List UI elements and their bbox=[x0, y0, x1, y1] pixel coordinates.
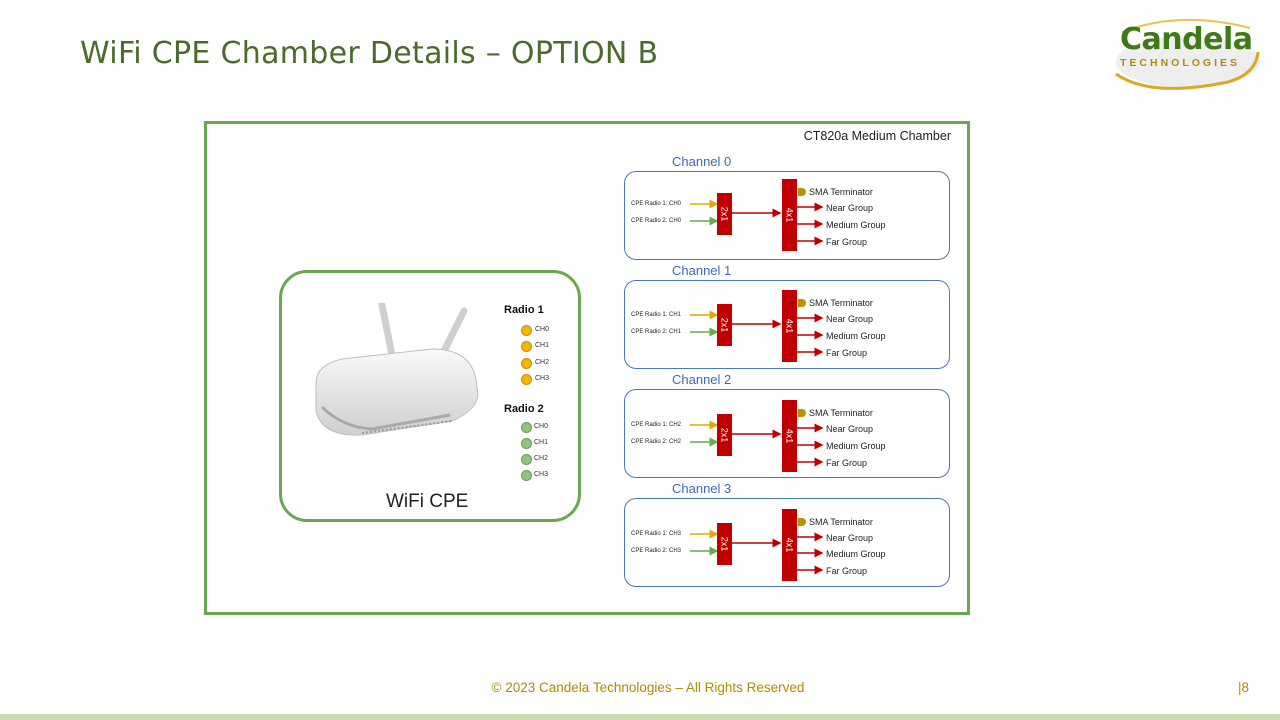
channel-1-near-group: Near Group bbox=[826, 314, 874, 324]
chamber-frame: CT820a Medium Chamber Radio 1 CH0 CH1 CH… bbox=[204, 121, 970, 615]
wifi-cpe-box: Radio 1 CH0 CH1 CH2 CH3 Radio 2 CH0 CH1 … bbox=[279, 270, 581, 522]
radio1-ch0-led-icon bbox=[521, 325, 532, 336]
radio2-ch1-led-icon bbox=[521, 438, 532, 449]
channel-2-input-radio1: CPE Radio 1: CH2 bbox=[631, 422, 682, 428]
channel-2-title: Channel 2 bbox=[672, 372, 732, 387]
radio2-label: Radio 2 bbox=[504, 403, 544, 415]
channel-1-title: Channel 1 bbox=[672, 263, 732, 278]
logo-wordmark: Candela bbox=[1120, 22, 1253, 57]
channel-2-medium-group: Medium Group bbox=[826, 441, 886, 451]
channel-2-sma-terminator-label: SMA Terminator bbox=[809, 408, 873, 418]
channel-1-combiner-2x1: 2x1 bbox=[717, 304, 732, 346]
chamber-label: CT820a Medium Chamber bbox=[803, 129, 951, 143]
radio2-ch3-label: CH3 bbox=[534, 471, 549, 478]
channel-3-near-group: Near Group bbox=[826, 533, 874, 543]
channel-3-splitter-4x1: 4x1 bbox=[782, 509, 797, 581]
channel-2-combiner-2x1: 2x1 bbox=[717, 414, 732, 456]
copyright-footer: © 2023 Candela Technologies – All Rights… bbox=[491, 680, 805, 695]
channel-3-sma-terminator-icon bbox=[798, 518, 806, 526]
logo-swoosh-icon bbox=[1115, 18, 1260, 90]
channel-1-box: CPE Radio 1: CH1 CPE Radio 2: CH1 2x1 4x… bbox=[624, 280, 950, 369]
channel-3-title: Channel 3 bbox=[672, 481, 732, 496]
radio1-ch1-label: CH1 bbox=[535, 342, 550, 349]
access-point-icon bbox=[315, 303, 479, 436]
channel-1-input-radio1: CPE Radio 1: CH1 bbox=[631, 312, 682, 318]
radio2-ch2-led-icon bbox=[521, 454, 532, 465]
radio2-ch0-label: CH0 bbox=[534, 423, 549, 430]
channel-3-input-radio2: CPE Radio 2: CH3 bbox=[631, 548, 682, 554]
channel-1-sma-terminator-icon bbox=[798, 299, 806, 307]
radio2-ch3-led-icon bbox=[521, 470, 532, 481]
channel-3-combiner-2x1: 2x1 bbox=[717, 523, 732, 565]
channel-0-sma-terminator-icon bbox=[798, 188, 806, 196]
channel-0-wiring-icon bbox=[690, 199, 824, 246]
radio2-ch2-label: CH2 bbox=[534, 455, 549, 462]
channel-3-far-group: Far Group bbox=[826, 566, 868, 576]
channel-0-sma-terminator-label: SMA Terminator bbox=[809, 187, 873, 197]
channel-1-medium-group: Medium Group bbox=[826, 331, 886, 341]
channel-0-medium-group: Medium Group bbox=[826, 220, 886, 230]
wifi-cpe-label: WiFi CPE bbox=[386, 491, 469, 512]
channel-1-wiring-icon bbox=[690, 310, 824, 357]
channel-2-box: CPE Radio 1: CH2 CPE Radio 2: CH2 2x1 4x… bbox=[624, 389, 950, 478]
channel-3-box: CPE Radio 1: CH3 CPE Radio 2: CH3 2x1 4x… bbox=[624, 498, 950, 587]
channel-0-combiner-2x1: 2x1 bbox=[717, 193, 732, 235]
channel-0-near-group: Near Group bbox=[826, 203, 874, 213]
radio2-ch0-led-icon bbox=[521, 422, 532, 433]
radio1-label: Radio 1 bbox=[504, 304, 544, 316]
channel-2-input-radio2: CPE Radio 2: CH2 bbox=[631, 439, 682, 445]
channel-1-splitter-4x1: 4x1 bbox=[782, 290, 797, 362]
candela-logo: Candela TECHNOLOGIES bbox=[1110, 12, 1260, 94]
channel-0-splitter-4x1: 4x1 bbox=[782, 179, 797, 251]
radio1-ch0-label: CH0 bbox=[535, 326, 550, 333]
radio1-ch1-led-icon bbox=[521, 341, 532, 352]
channel-2-far-group: Far Group bbox=[826, 458, 868, 468]
radio1-ch2-led-icon bbox=[521, 358, 532, 369]
channel-3-input-radio1: CPE Radio 1: CH3 bbox=[631, 531, 682, 537]
channel-2-wiring-icon bbox=[690, 420, 824, 467]
slide-title: WiFi CPE Chamber Details – OPTION B bbox=[80, 36, 659, 71]
channel-0-box: CPE Radio 1: CH0 CPE Radio 2: CH0 2x1 4x… bbox=[624, 171, 950, 260]
channel-0-input-radio2: CPE Radio 2: CH0 bbox=[631, 218, 682, 224]
channel-1-sma-terminator-label: SMA Terminator bbox=[809, 298, 873, 308]
logo-subtitle: TECHNOLOGIES bbox=[1120, 57, 1241, 69]
channel-0-far-group: Far Group bbox=[826, 237, 868, 247]
radio1-ch3-label: CH3 bbox=[535, 375, 550, 382]
channel-0-title: Channel 0 bbox=[672, 154, 732, 169]
channel-0-input-radio1: CPE Radio 1: CH0 bbox=[631, 201, 682, 207]
channel-1-far-group: Far Group bbox=[826, 348, 868, 358]
channel-3-wiring-icon bbox=[690, 529, 824, 575]
bottom-accent-bar bbox=[0, 714, 1280, 720]
channel-1-input-radio2: CPE Radio 2: CH1 bbox=[631, 329, 682, 335]
channel-2-near-group: Near Group bbox=[826, 424, 874, 434]
channel-3-sma-terminator-label: SMA Terminator bbox=[809, 517, 873, 527]
radio2-ch1-label: CH1 bbox=[534, 439, 549, 446]
channel-2-splitter-4x1: 4x1 bbox=[782, 400, 797, 472]
page-number: |8 bbox=[1238, 680, 1250, 695]
channel-2-sma-terminator-icon bbox=[798, 409, 806, 417]
channel-3-medium-group: Medium Group bbox=[826, 549, 886, 559]
radio1-ch3-led-icon bbox=[521, 374, 532, 385]
radio1-ch2-label: CH2 bbox=[535, 359, 550, 366]
